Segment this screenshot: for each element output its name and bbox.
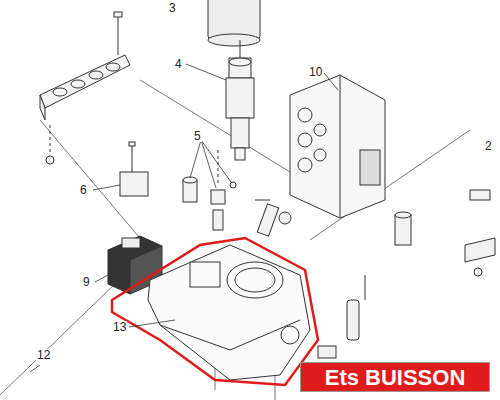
watermark: Ets BUISSON: [300, 362, 490, 392]
housing: [148, 245, 310, 380]
leader-lines: [30, 64, 338, 372]
callout-number: 5: [193, 130, 202, 142]
callout-number: 3: [168, 2, 177, 14]
bracket: [40, 12, 130, 164]
callout-number: 6: [79, 184, 88, 196]
gearbox: [290, 75, 385, 218]
callout-number: 2: [484, 140, 493, 152]
callout-number: 9: [82, 276, 91, 288]
shaft: [226, 40, 254, 160]
callout-number: 10: [308, 66, 323, 78]
callout-number: 13: [112, 321, 127, 333]
callout-number: 12: [36, 349, 51, 361]
highlight-outline: [112, 238, 318, 385]
connector-block: [120, 142, 148, 196]
motor: [208, 0, 260, 46]
couplings: [183, 150, 236, 230]
callout-number: 4: [174, 58, 183, 70]
guide-lines: [0, 80, 470, 400]
